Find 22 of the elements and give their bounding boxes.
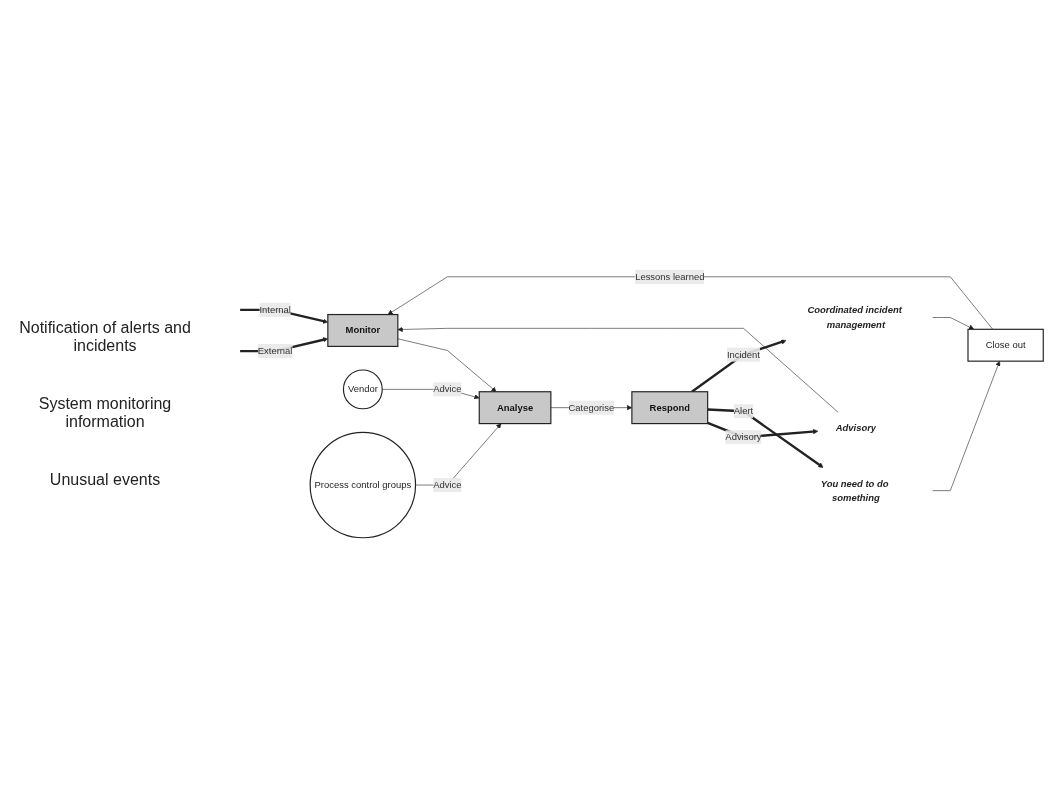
node-box: Respond	[631, 390, 709, 424]
note-text: System monitoring information	[37, 394, 173, 431]
edge-label: Internal	[259, 304, 291, 315]
edge-label: Alert	[733, 405, 754, 416]
node-box: Analyse	[478, 390, 552, 424]
node-circle: Process control groups	[309, 431, 417, 539]
node-box: Close out	[967, 328, 1044, 362]
edge-label: External	[257, 345, 293, 356]
node-text: Coordinated incident management	[807, 304, 902, 330]
edge-label: Advice	[433, 479, 462, 490]
edge-label: Categorise	[568, 402, 615, 413]
note-text: Unusual events	[48, 470, 162, 489]
node-text: Advisory	[835, 422, 877, 433]
edge-label: Advice	[433, 383, 462, 394]
node-box: Monitor	[327, 313, 399, 347]
edge-label: Advisory	[725, 431, 762, 442]
arrow	[691, 339, 787, 393]
edge-label: Lessons learned	[635, 271, 705, 282]
node-text: You need to do something	[820, 478, 889, 503]
edge-label: Incident	[726, 349, 760, 360]
node-circle: Vendor	[342, 369, 383, 410]
note-text: Notification of alerts and incidents	[18, 318, 192, 355]
